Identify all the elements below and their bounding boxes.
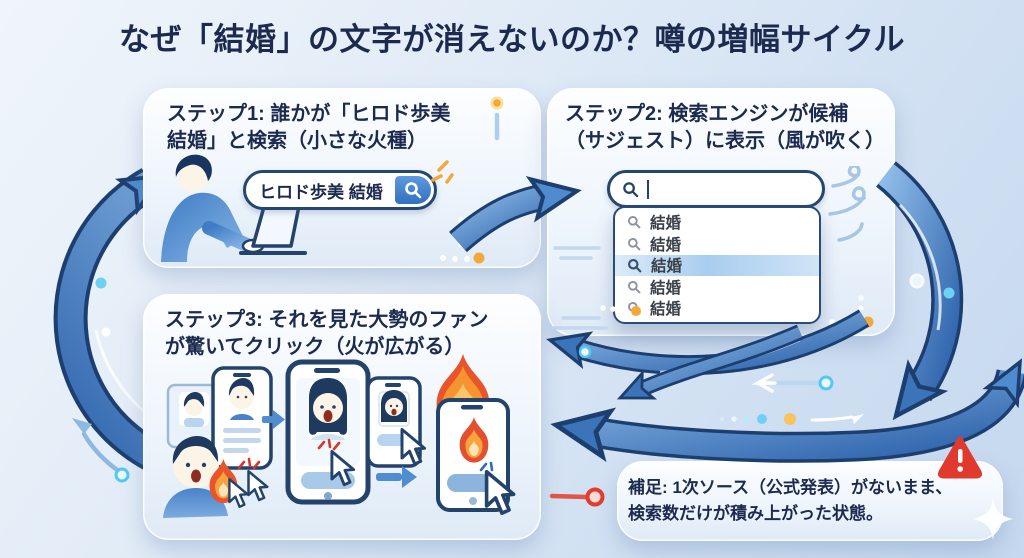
note-text: 補足: 1次ソース（公式発表）がないまま、 検索数だけが積み上がった状態。	[628, 478, 953, 523]
person-arm	[202, 221, 254, 252]
thin-left-arrow	[751, 373, 834, 393]
suggestion-text: 結婚	[650, 279, 682, 297]
red-pointer-dot	[549, 487, 605, 507]
step2-search-input[interactable]	[607, 170, 825, 208]
step1-label: ステップ1: 誰かが「ヒロド歩美 結婚」と検索（小さな火種）	[167, 103, 451, 152]
search-icon	[628, 280, 641, 293]
suggestion-text: 結婚	[650, 236, 682, 254]
step1-search-bar[interactable]: ヒロド歩美 結婚	[243, 170, 437, 210]
suggestion-item-highlighted[interactable]: 結婚	[615, 254, 819, 276]
step1-decorations	[431, 160, 485, 264]
small-curved-arrow	[72, 418, 130, 483]
cursor-icon	[400, 428, 426, 466]
dotted-trail	[600, 295, 874, 328]
arrow-right-icon	[376, 466, 417, 488]
suggestion-item[interactable]: 結婚	[615, 276, 819, 297]
click-spark	[479, 461, 494, 472]
suggestion-text: 結婚	[651, 258, 683, 275]
fire-icon	[459, 416, 489, 463]
search-icon	[628, 237, 641, 250]
click-spark	[317, 438, 341, 451]
person-hair	[175, 154, 212, 181]
step1-card: ステップ1: 誰かが「ヒロド歩美 結婚」と検索（小さな火種） ヒロド歩美 結婚	[143, 88, 541, 268]
cursor-icon	[247, 470, 269, 502]
band-mini-arrowhead	[852, 414, 864, 424]
band-dots	[720, 413, 796, 425]
suggestion-item[interactable]: 結婚	[615, 212, 819, 233]
arrow-step2-to-step3-b	[613, 324, 804, 412]
suggestion-item[interactable]: 結婚	[615, 233, 819, 254]
search-icon	[623, 181, 639, 197]
arrow-band-to-step3	[552, 352, 1024, 463]
step1-search-query: ヒロド歩美 結婚	[259, 182, 383, 202]
step2-decorations	[551, 166, 874, 330]
text-cursor	[647, 179, 649, 199]
search-button[interactable]	[395, 176, 431, 204]
fans-clicking-illustration	[163, 353, 516, 518]
search-icon	[628, 216, 641, 229]
step2-card: ステップ2: 検索エンジンが候補 （サジェスト）に表示（風が吹く） 結婚 結婚 …	[547, 88, 895, 336]
glow-dot	[95, 277, 107, 289]
glow-dot	[101, 327, 111, 337]
spark-lines	[431, 160, 454, 184]
search-icon	[405, 182, 422, 199]
search-icon	[628, 258, 642, 272]
cursor-icon	[330, 450, 356, 487]
wind-icon	[551, 166, 866, 330]
page-title: なぜ「結婚」の文字が消えないのか？噂の増幅サイクル	[119, 22, 905, 57]
cursor-icon	[484, 470, 516, 515]
step3-card: ステップ3: それを見た大勢のファン が驚いてクリック（火が広がる）	[143, 294, 541, 540]
suggestion-text: 結婚	[650, 215, 682, 232]
band-mini-arrow	[810, 415, 854, 422]
step2-label: ステップ2: 検索エンジンが候補 （サジェスト）に表示（風が吹く）	[565, 103, 885, 152]
cursor-icon	[228, 478, 249, 509]
phone	[285, 359, 371, 505]
dotted-trail	[440, 217, 485, 264]
note-card: 補足: 1次ソース（公式発表）がないまま、 検索数だけが積み上がった状態。	[617, 461, 1003, 541]
